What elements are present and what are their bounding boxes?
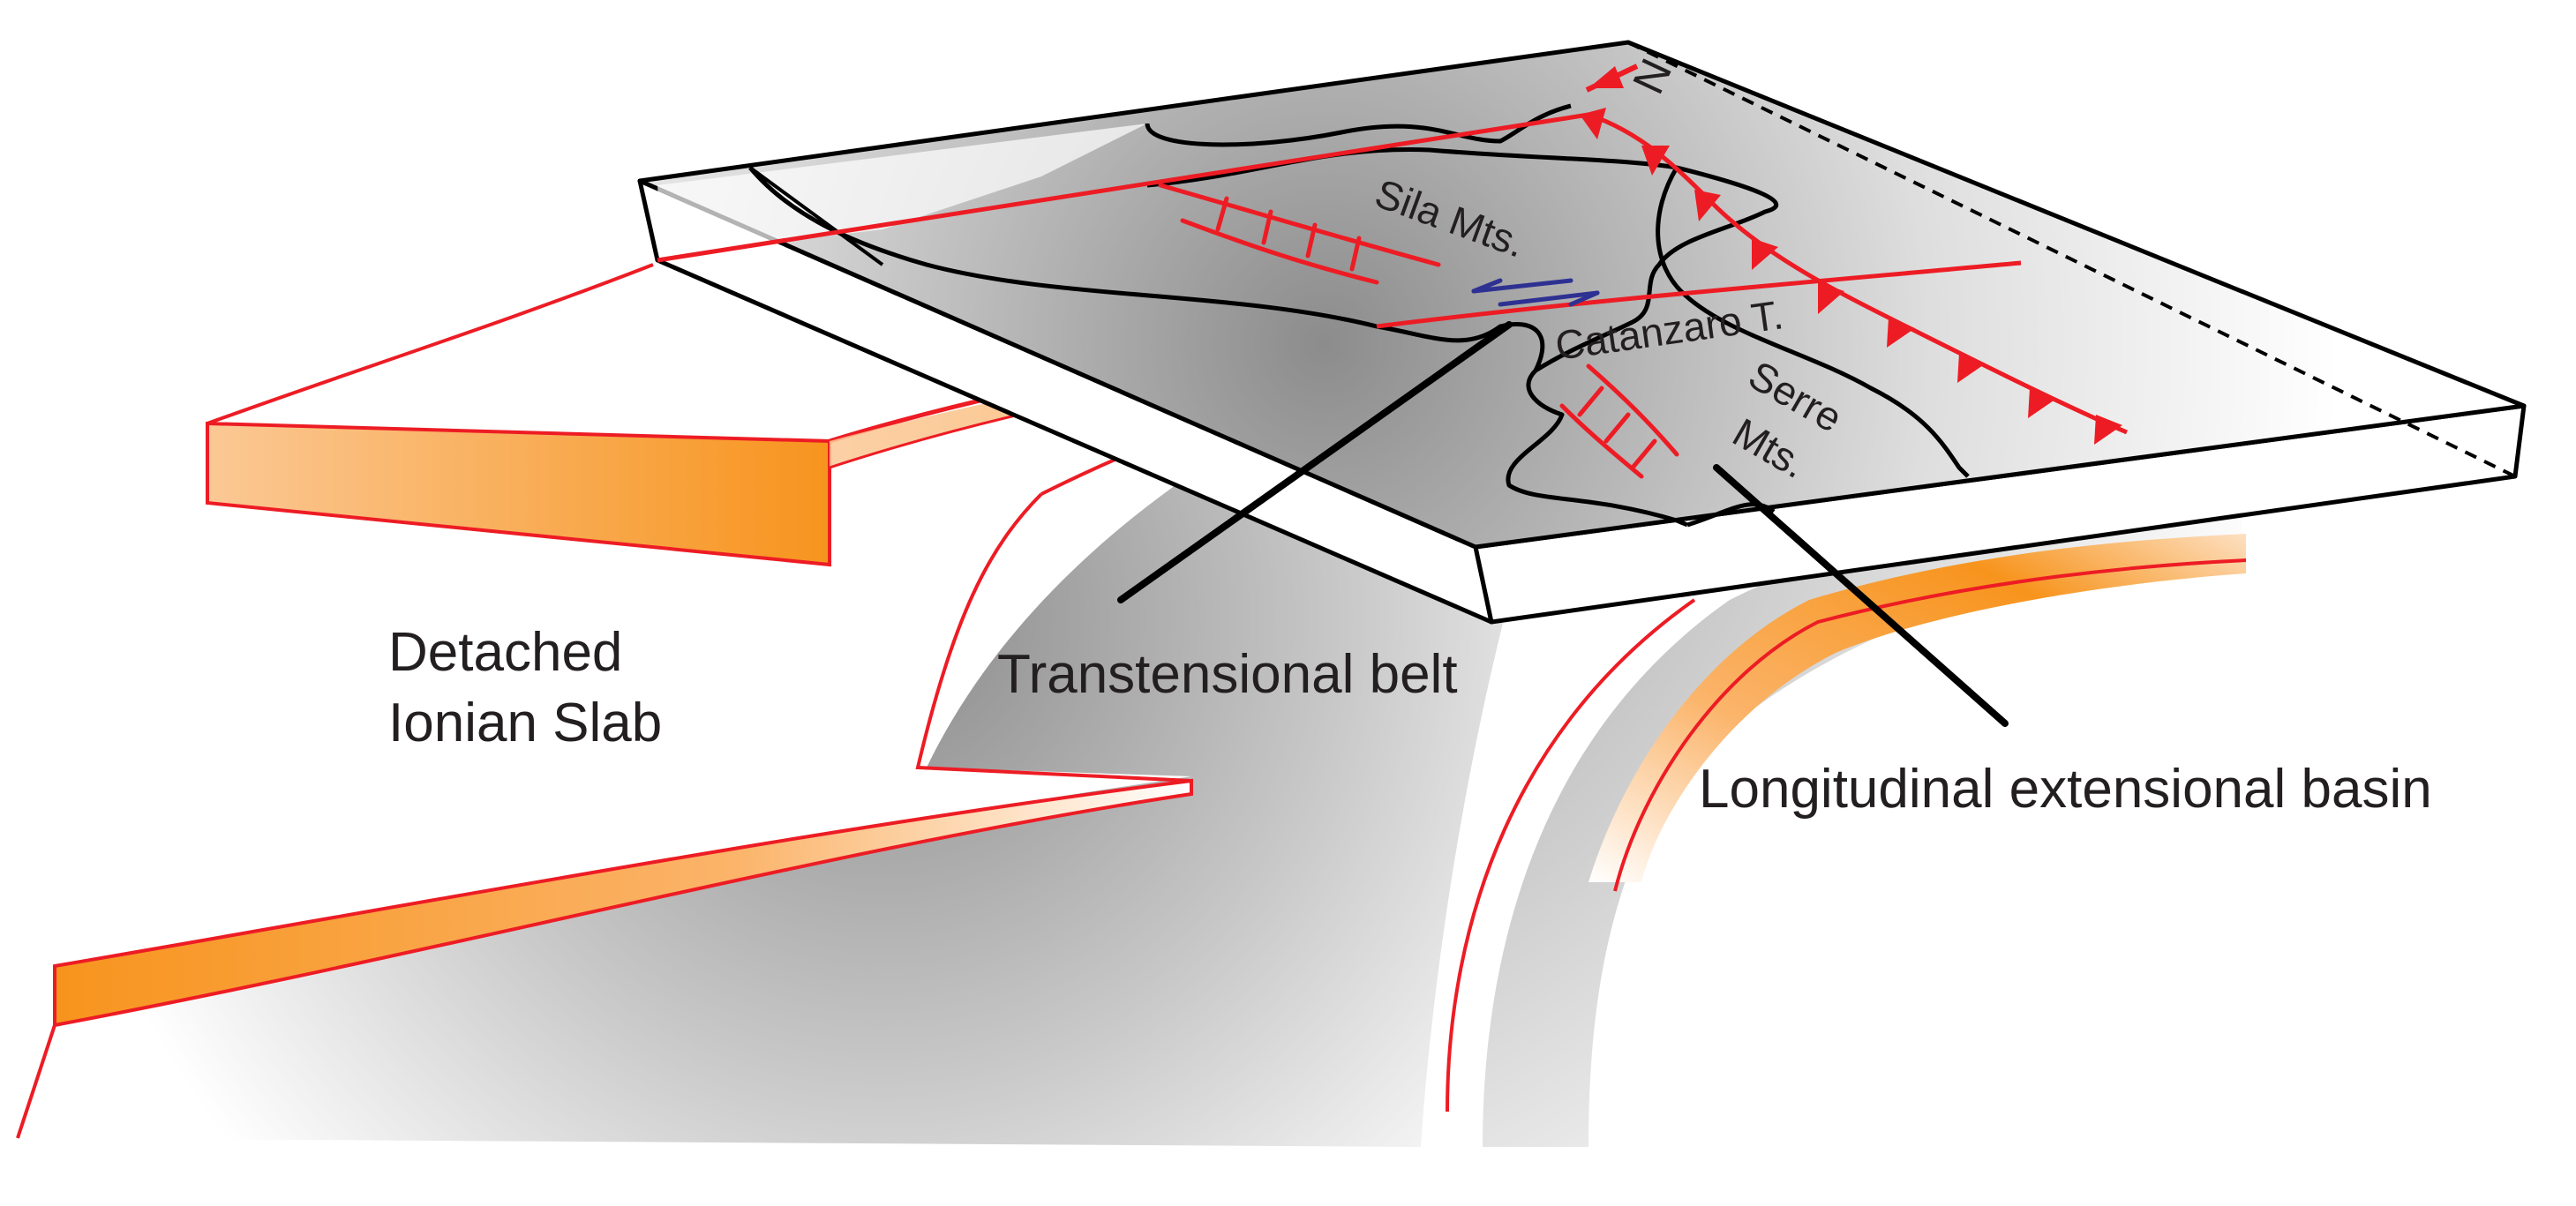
coastline-east	[1656, 166, 1970, 478]
detachment-notch	[915, 492, 1192, 783]
serre-normal-faults	[1559, 363, 1679, 479]
block-top-sea-left	[657, 124, 1147, 256]
subducting-slab-surface	[1483, 494, 2242, 1147]
detached-slab-lower-edge	[16, 1024, 56, 1139]
ionian-plate-front	[206, 421, 831, 567]
detached-slab-lower-limb	[53, 778, 1193, 1028]
label-longitudinal: Longitudinal extensional basin	[1699, 759, 2432, 820]
leader-transtensional	[1117, 321, 1513, 603]
catanzaro-fault	[1376, 260, 2022, 329]
leader-longitudinal	[1713, 464, 2009, 727]
strike-slip-arrows	[1471, 278, 1600, 307]
ionian-plate-outline	[207, 263, 654, 425]
subducting-slab-edge	[1446, 598, 1696, 1112]
dashed-section-right	[1627, 41, 2516, 478]
sila-normal-faults	[1158, 183, 1441, 285]
label-detached-line2: Ionian Slab	[388, 693, 662, 753]
right-slab-band-edge	[1613, 558, 2247, 892]
block-top-inner-rim	[748, 166, 884, 266]
label-transtensional: Transtensional belt	[997, 644, 1458, 705]
label-detached-line1: Detached	[388, 622, 622, 683]
coastline-north	[1145, 103, 1572, 147]
thrust-teeth	[1580, 108, 2122, 445]
right-slab-band	[1588, 534, 2246, 882]
